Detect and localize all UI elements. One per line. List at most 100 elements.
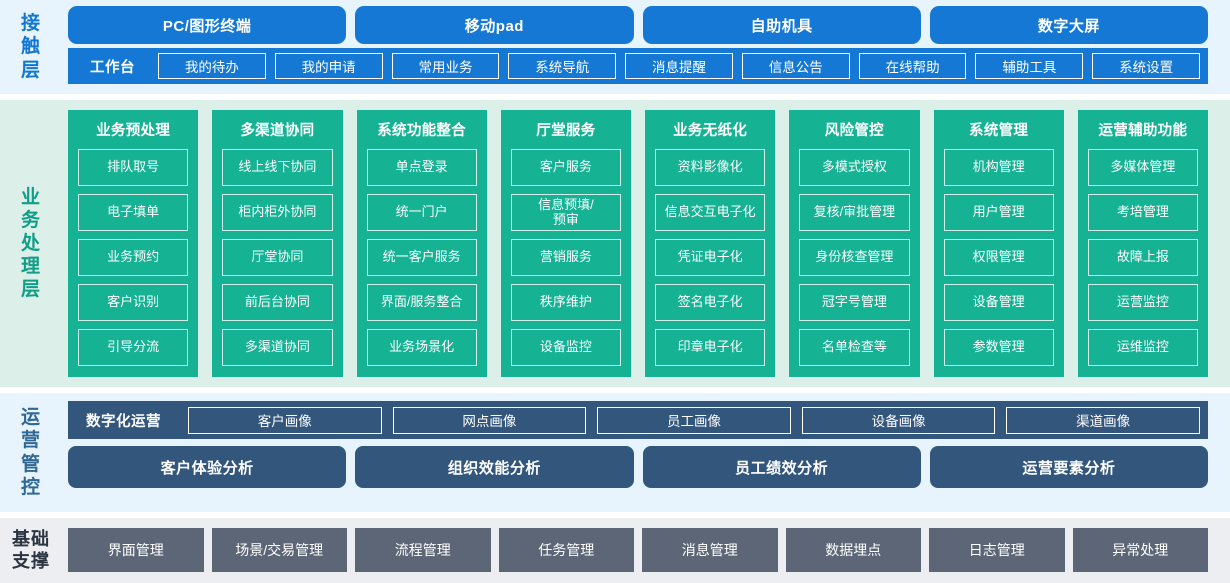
analysis-chip-3[interactable]: 运营要素分析 [929, 446, 1208, 488]
business-item-5-2[interactable]: 身份核查管理 [799, 239, 910, 276]
foundation-item-2[interactable]: 流程管理 [355, 528, 491, 572]
foundation-layer-body: 界面管理场景/交易管理流程管理任务管理消息管理数据埋点日志管理异常处理 [62, 518, 1230, 583]
operations-layer-label: 运营管控 [0, 393, 62, 512]
business-item-5-0[interactable]: 多模式授权 [799, 149, 910, 186]
workbench-item-2[interactable]: 常用业务 [391, 53, 500, 79]
channel-chip-1[interactable]: 移动pad [355, 6, 634, 44]
business-item-1-2[interactable]: 厅堂协同 [222, 239, 333, 276]
business-item-5-3[interactable]: 冠字号管理 [799, 284, 910, 321]
business-column-0: 业务预处理排队取号电子填单业务预约客户识别引导分流 [68, 110, 199, 377]
portrait-chip-4[interactable]: 渠道画像 [1006, 406, 1200, 434]
business-item-6-4[interactable]: 参数管理 [943, 329, 1054, 366]
foundation-item-1[interactable]: 场景/交易管理 [211, 528, 347, 572]
business-item-6-1[interactable]: 用户管理 [943, 194, 1054, 231]
business-layer-label: 业务处理层 [0, 100, 62, 387]
foundation-item-0[interactable]: 界面管理 [68, 528, 204, 572]
business-item-1-3[interactable]: 前后台协同 [222, 284, 333, 321]
foundation-item-3[interactable]: 任务管理 [498, 528, 634, 572]
business-item-2-3[interactable]: 界面/服务整合 [366, 284, 477, 321]
workbench-item-7[interactable]: 辅助工具 [975, 53, 1084, 79]
business-column-title-2: 系统功能整合 [377, 123, 467, 139]
business-column-title-7: 运营辅助功能 [1098, 123, 1188, 139]
business-item-2-4[interactable]: 业务场景化 [366, 329, 477, 366]
business-item-6-2[interactable]: 权限管理 [943, 239, 1054, 276]
foundation-layer-label: 基础支撑 [0, 518, 62, 583]
business-item-list-2: 单点登录统一门户统一客户服务界面/服务整合业务场景化 [366, 149, 477, 366]
analysis-chip-2[interactable]: 员工绩效分析 [642, 446, 921, 488]
operations-layer-label-text: 运营管控 [20, 407, 41, 498]
business-item-4-0[interactable]: 资料影像化 [655, 149, 766, 186]
business-column-1: 多渠道协同线上线下协同柜内柜外协同厅堂协同前后台协同多渠道协同 [212, 110, 343, 377]
business-item-4-1[interactable]: 信息交互电子化 [655, 194, 766, 231]
foundation-item-5[interactable]: 数据埋点 [785, 528, 921, 572]
business-item-7-2[interactable]: 故障上报 [1087, 239, 1198, 276]
foundation-layer-band: 基础支撑 界面管理场景/交易管理流程管理任务管理消息管理数据埋点日志管理异常处理 [0, 518, 1230, 583]
business-item-5-1[interactable]: 复核/审批管理 [799, 194, 910, 231]
workbench-item-5[interactable]: 信息公告 [741, 53, 850, 79]
business-item-2-0[interactable]: 单点登录 [366, 149, 477, 186]
contact-layer-label: 接触层 [0, 0, 62, 94]
business-item-0-1[interactable]: 电子填单 [78, 194, 189, 231]
business-column-2: 系统功能整合单点登录统一门户统一客户服务界面/服务整合业务场景化 [356, 110, 487, 377]
analysis-chip-1[interactable]: 组织效能分析 [355, 446, 634, 488]
analysis-chip-0[interactable]: 客户体验分析 [68, 446, 347, 488]
workbench-item-6[interactable]: 在线帮助 [858, 53, 967, 79]
operations-layer-band: 运营管控 数字化运营 客户画像网点画像员工画像设备画像渠道画像 客户体验分析组织… [0, 393, 1230, 512]
business-item-3-0[interactable]: 客户服务 [510, 149, 621, 186]
business-item-list-4: 资料影像化信息交互电子化凭证电子化签名电子化印章电子化 [655, 149, 766, 366]
business-item-7-3[interactable]: 运营监控 [1087, 284, 1198, 321]
portrait-chip-3[interactable]: 设备画像 [801, 406, 996, 434]
business-item-1-0[interactable]: 线上线下协同 [222, 149, 333, 186]
contact-layer-label-text: 接触层 [20, 13, 41, 81]
business-item-4-3[interactable]: 签名电子化 [655, 284, 766, 321]
business-item-4-2[interactable]: 凭证电子化 [655, 239, 766, 276]
foundation-item-6[interactable]: 日志管理 [929, 528, 1065, 572]
business-item-4-4[interactable]: 印章电子化 [655, 329, 766, 366]
analysis-list: 客户体验分析组织效能分析员工绩效分析运营要素分析 [68, 446, 1208, 488]
business-item-3-3[interactable]: 秩序维护 [510, 284, 621, 321]
business-item-list-3: 客户服务信息预填/ 预审营销服务秩序维护设备监控 [510, 149, 621, 366]
portrait-chip-1[interactable]: 网点画像 [392, 406, 587, 434]
business-item-0-0[interactable]: 排队取号 [78, 149, 189, 186]
business-item-7-0[interactable]: 多媒体管理 [1087, 149, 1198, 186]
business-item-5-4[interactable]: 名单检查等 [799, 329, 910, 366]
operations-layer-body: 数字化运营 客户画像网点画像员工画像设备画像渠道画像 客户体验分析组织效能分析员… [62, 393, 1230, 512]
business-item-6-3[interactable]: 设备管理 [943, 284, 1054, 321]
foundation-item-7[interactable]: 异常处理 [1072, 528, 1208, 572]
channel-chip-3[interactable]: 数字大屏 [929, 6, 1208, 44]
business-column-title-0: 业务预处理 [96, 123, 171, 139]
business-column-5: 风险管控多模式授权复核/审批管理身份核查管理冠字号管理名单检查等 [789, 110, 920, 377]
workbench-item-3[interactable]: 系统导航 [508, 53, 617, 79]
business-item-3-4[interactable]: 设备监控 [510, 329, 621, 366]
foundation-layer-label-text: 基础支撑 [12, 528, 50, 571]
business-item-1-4[interactable]: 多渠道协同 [222, 329, 333, 366]
business-item-2-2[interactable]: 统一客户服务 [366, 239, 477, 276]
business-item-0-4[interactable]: 引导分流 [78, 329, 189, 366]
portrait-list: 客户画像网点画像员工画像设备画像渠道画像 [188, 406, 1200, 434]
workbench-item-8[interactable]: 系统设置 [1092, 53, 1201, 79]
business-column-title-6: 系统管理 [969, 123, 1029, 139]
channel-chip-2[interactable]: 自助机具 [642, 6, 921, 44]
business-item-3-2[interactable]: 营销服务 [510, 239, 621, 276]
workbench-item-1[interactable]: 我的申请 [274, 53, 383, 79]
business-layer-band: 业务处理层 业务预处理排队取号电子填单业务预约客户识别引导分流多渠道协同 线上线下… [0, 100, 1230, 387]
business-item-7-4[interactable]: 运维监控 [1087, 329, 1198, 366]
business-item-3-1[interactable]: 信息预填/ 预审 [510, 194, 621, 231]
business-column-grid: 业务预处理排队取号电子填单业务预约客户识别引导分流多渠道协同 线上线下协同柜内柜外… [62, 100, 1230, 387]
portrait-chip-0[interactable]: 客户画像 [188, 406, 382, 434]
workbench-item-0[interactable]: 我的待办 [158, 53, 266, 79]
business-item-6-0[interactable]: 机构管理 [943, 149, 1054, 186]
digital-operations-bar: 数字化运营 客户画像网点画像员工画像设备画像渠道画像 [68, 401, 1208, 439]
portrait-chip-2[interactable]: 员工画像 [597, 406, 791, 434]
business-column-7: 运营辅助功能多媒体管理考培管理故障上报运营监控运维监控 [1077, 110, 1208, 377]
foundation-item-list: 界面管理场景/交易管理流程管理任务管理消息管理数据埋点日志管理异常处理 [68, 528, 1208, 572]
business-item-2-1[interactable]: 统一门户 [366, 194, 477, 231]
channel-chip-0[interactable]: PC/图形终端 [68, 6, 347, 44]
business-item-1-1[interactable]: 柜内柜外协同 [222, 194, 333, 231]
business-item-0-3[interactable]: 客户识别 [78, 284, 189, 321]
business-item-0-2[interactable]: 业务预约 [78, 239, 189, 276]
business-item-7-1[interactable]: 考培管理 [1087, 194, 1198, 231]
foundation-item-4[interactable]: 消息管理 [642, 528, 778, 572]
workbench-item-4[interactable]: 消息提醒 [625, 53, 733, 79]
